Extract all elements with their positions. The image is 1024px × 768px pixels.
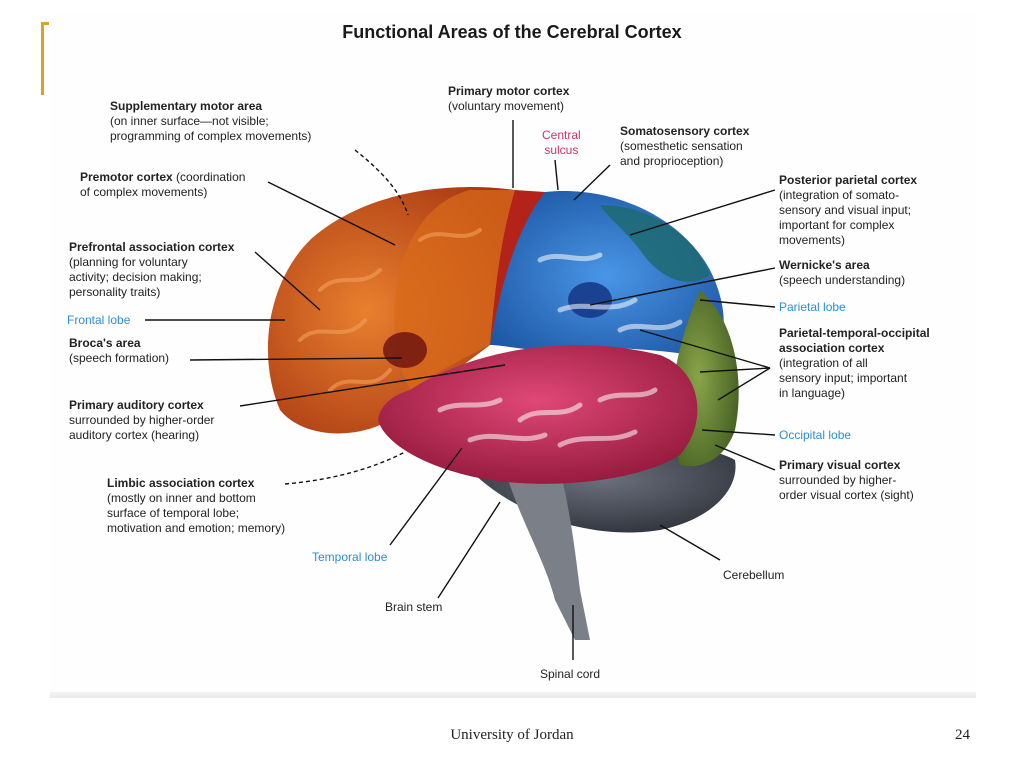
label-head: Posterior parietal cortex (779, 173, 918, 187)
label-parietal-temporal-occipital-cortex: Parietal-temporal-occipital association … (779, 326, 930, 401)
broca-area-spot (383, 332, 427, 368)
label-premotor-cortex: Premotor cortex (coordination of complex… (80, 170, 245, 200)
label-body: surrounded by higher- order visual corte… (779, 473, 914, 502)
label-body: (voluntary movement) (448, 99, 565, 113)
label-head: Primary auditory cortex (69, 398, 204, 412)
label-primary-motor-cortex: Primary motor cortex (voluntary movement… (448, 84, 569, 114)
label-occipital-lobe: Occipital lobe (779, 428, 852, 442)
label-somatosensory-cortex: Somatosensory cortex (somesthetic sensat… (620, 124, 749, 169)
label-body: (coordination of complex movements) (80, 170, 246, 199)
label-head: Limbic association cortex (107, 476, 255, 490)
label-body: (speech understanding) (779, 273, 906, 287)
label-head: Supplementary motor area (110, 99, 263, 113)
premotor-shape (394, 190, 515, 390)
footer-institution: University of Jordan (450, 727, 574, 743)
label-posterior-parietal-cortex: Posterior parietal cortex (integration o… (779, 173, 917, 248)
label-body: surrounded by higher-order auditory cort… (69, 413, 215, 442)
posterior-parietal-shape (600, 205, 710, 282)
label-head: Broca's area (69, 336, 141, 350)
slide-accent-bracket (41, 22, 49, 95)
wernicke-area-spot (568, 282, 612, 318)
label-head: Parietal-temporal-occipital association … (779, 326, 930, 355)
gyri-highlights (437, 252, 683, 448)
label-body: (somesthetic sensation and proprioceptio… (620, 139, 743, 168)
label-parietal-lobe: Parietal lobe (779, 300, 846, 314)
frontal-gyri (298, 228, 482, 392)
label-head: Wernicke's area (779, 258, 870, 272)
label-head: Premotor cortex (80, 170, 173, 184)
brain-stem-shape (505, 470, 590, 640)
label-brain-stem: Brain stem (385, 600, 443, 614)
label-supplementary-motor-area: Supplementary motor area (on inner surfa… (110, 99, 311, 144)
label-prefrontal-association-cortex: Prefrontal association cortex (planning … (69, 240, 234, 300)
label-head: Primary visual cortex (779, 458, 901, 472)
label-body: (integration of all sensory input; impor… (779, 356, 908, 400)
label-primary-auditory-cortex: Primary auditory cortex surrounded by hi… (69, 398, 214, 443)
label-brocas-area: Broca's area (speech formation) (69, 336, 169, 366)
label-body: (on inner surface—not visible; programmi… (110, 114, 312, 143)
label-cerebellum: Cerebellum (723, 568, 785, 582)
label-central-sulcus: Central sulcus (542, 128, 581, 157)
label-body: (integration of somato- sensory and visu… (779, 188, 912, 247)
label-temporal-lobe: Temporal lobe (312, 550, 388, 564)
label-body: (planning for voluntary activity; decisi… (69, 255, 202, 299)
label-head: Primary motor cortex (448, 84, 570, 98)
label-wernickes-area: Wernicke's area (speech understanding) (779, 258, 905, 288)
label-limbic-association-cortex: Limbic association cortex (mostly on inn… (107, 476, 285, 536)
slide-page-number: 24 (955, 727, 970, 743)
label-body: (speech formation) (69, 351, 170, 365)
label-spinal-cord: Spinal cord (540, 667, 601, 681)
label-head: Prefrontal association cortex (69, 240, 235, 254)
label-frontal-lobe: Frontal lobe (67, 313, 131, 327)
figure-title: Functional Areas of the Cerebral Cortex (342, 22, 682, 42)
leader-lines (145, 120, 776, 660)
label-primary-visual-cortex: Primary visual cortex surrounded by high… (779, 458, 914, 503)
label-head: Somatosensory cortex (620, 124, 750, 138)
figure-bottom-edge (50, 692, 976, 698)
label-body: (mostly on inner and bottom surface of t… (107, 491, 286, 535)
